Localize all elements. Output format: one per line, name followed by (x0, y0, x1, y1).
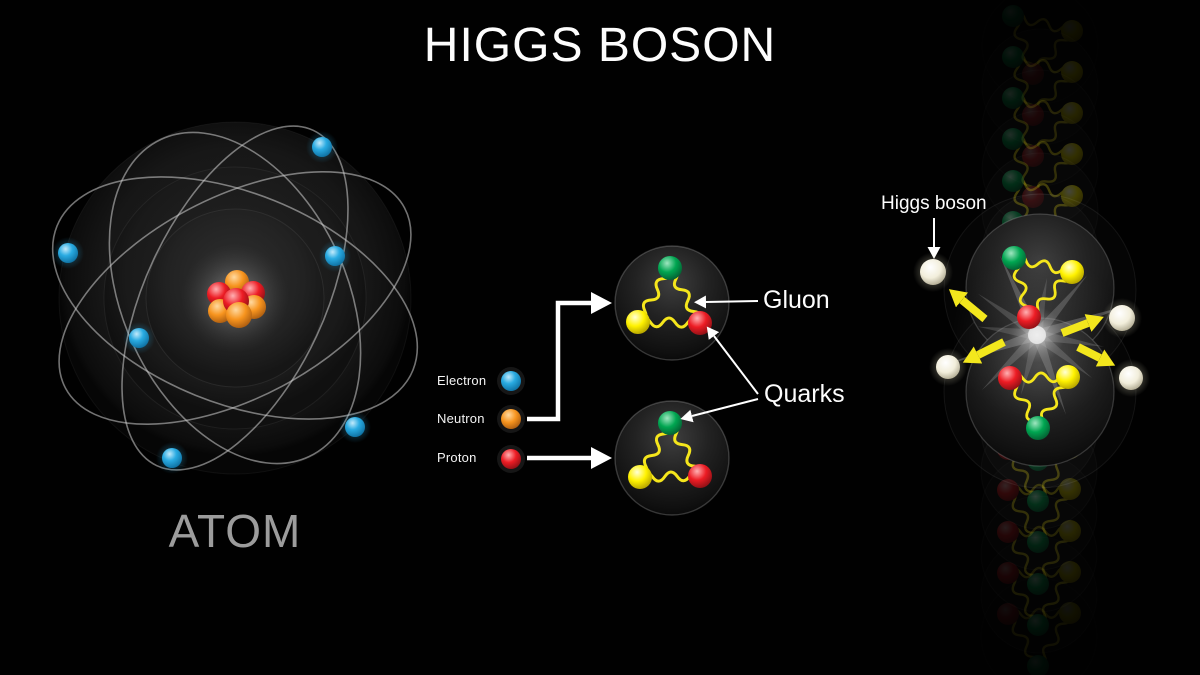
electron-particle (306, 131, 338, 163)
proton-nucleon-diagram (614, 400, 730, 516)
nucleus (207, 270, 266, 328)
legend-label-electron: Electron (437, 373, 487, 388)
orbit (58, 171, 412, 425)
emission-arrows (948, 289, 1116, 367)
electron-orbits (51, 125, 419, 471)
quarks-pointer-arrow-upper (706, 326, 759, 395)
higgs-chain (943, 0, 1137, 675)
quark-yellow (628, 465, 652, 489)
callout-connectors (527, 218, 941, 469)
quark-red (688, 311, 712, 335)
quark-green (658, 256, 682, 280)
quark-yellow (626, 310, 650, 334)
quarks-pointer-arrow-lower (680, 398, 759, 423)
legend-label-neutron: Neutron (437, 411, 485, 426)
higgs-boson-particle (929, 348, 967, 386)
bright-nucleon-lower (998, 365, 1080, 440)
electron-particle (123, 322, 155, 354)
higgs-boson-label: Higgs boson (881, 193, 987, 214)
legend-proton-sphere (501, 449, 521, 469)
page-title: HIGGS BOSON (423, 19, 777, 72)
emission-arrow-downright (1076, 343, 1116, 367)
gluon-pointer-arrow (694, 295, 759, 309)
neutron-nucleon-diagram (614, 245, 730, 361)
neutron-connector-arrow (527, 292, 612, 422)
atom-diagram (51, 121, 419, 475)
emission-arrow-upleft (948, 289, 988, 323)
legend-spheres (497, 367, 525, 473)
quarks-label: Quarks (764, 380, 845, 408)
quark-yellow (1060, 260, 1084, 284)
quark-green (658, 411, 682, 435)
orbit (51, 176, 419, 420)
emission-arrow-downleft (962, 338, 1006, 364)
higgs-boson-particle (1112, 359, 1150, 397)
electron-particle (52, 237, 84, 269)
higgs-boson-particle (1102, 298, 1142, 338)
quark-green (1026, 416, 1050, 440)
legend-electron-sphere (501, 371, 521, 391)
quark-yellow (1056, 365, 1080, 389)
quark-green (1002, 246, 1026, 270)
electron-particle (156, 442, 188, 474)
higgs-bosons (913, 252, 1150, 397)
quark-red (1017, 305, 1041, 329)
orbit (121, 125, 349, 471)
nucleon-diagrams (614, 245, 730, 516)
quark-red (688, 464, 712, 488)
higgs-boson-particle (913, 252, 953, 292)
gluon-label: Gluon (763, 286, 830, 314)
electrons (52, 131, 371, 474)
electron-particle (339, 411, 371, 443)
quark-red (998, 366, 1022, 390)
bright-nucleon-upper (1002, 246, 1084, 329)
legend-label-proton: Proton (437, 450, 477, 465)
neutron-sphere (226, 302, 252, 328)
legend-neutron-sphere (501, 409, 521, 429)
electron-particle (319, 240, 351, 272)
emission-arrow-upright (1060, 314, 1104, 337)
atom-label: ATOM (168, 505, 302, 557)
